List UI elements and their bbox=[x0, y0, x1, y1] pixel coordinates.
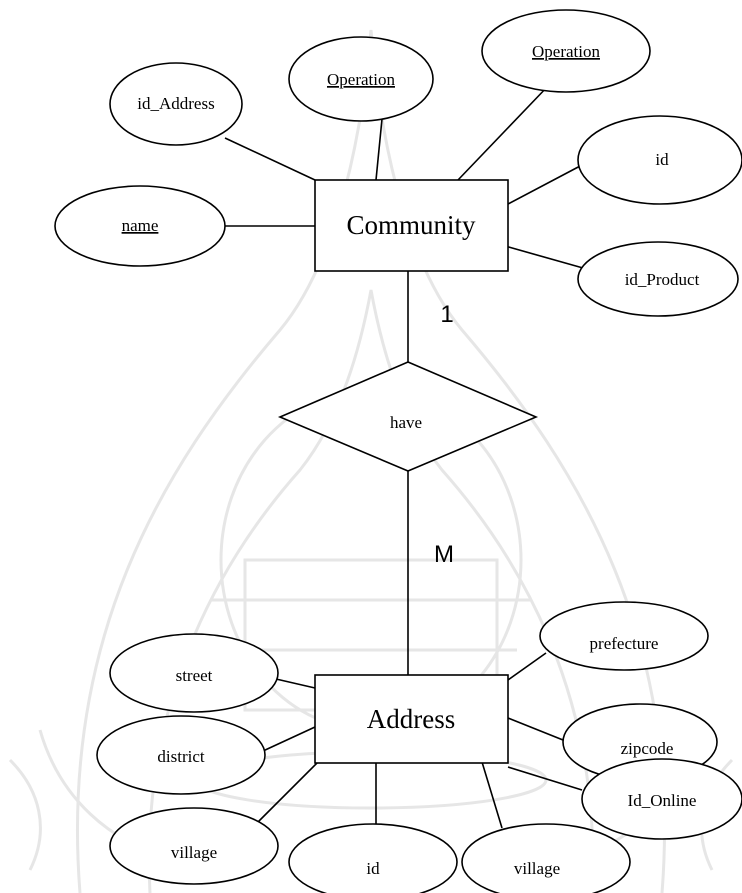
cardinality-many: M bbox=[434, 541, 454, 568]
attr-street bbox=[109, 633, 279, 713]
attr-village-right-label: village bbox=[514, 859, 560, 878]
connector-address-zipcode bbox=[507, 717, 569, 743]
attr-id-address bbox=[109, 62, 243, 146]
attr-prefecture bbox=[539, 601, 709, 671]
attr-name bbox=[54, 185, 226, 267]
attr-operation-2-label: Operation bbox=[532, 42, 600, 61]
attr-id-address-label: id_Address bbox=[137, 94, 214, 113]
attr-id-online bbox=[581, 758, 742, 840]
connector-community-id bbox=[507, 164, 583, 205]
attr-id-product bbox=[577, 241, 739, 317]
attr-district bbox=[96, 715, 266, 795]
connector-community-operation-2 bbox=[457, 84, 550, 181]
connector-address-village-left bbox=[255, 761, 319, 825]
connector-community-operation-1 bbox=[375, 118, 383, 181]
relationship-have-label: have bbox=[390, 413, 422, 432]
attr-village-right bbox=[461, 823, 631, 893]
connector-address-village-right bbox=[481, 761, 503, 829]
attr-address-id bbox=[288, 823, 458, 893]
relationship-have bbox=[277, 361, 539, 472]
attr-id-product-label: id_Product bbox=[625, 270, 700, 289]
attr-operation-2 bbox=[481, 9, 651, 93]
attr-village-left-label: village bbox=[171, 843, 217, 862]
attr-id-online-label: Id_Online bbox=[628, 791, 697, 810]
attr-zipcode-label: zipcode bbox=[621, 739, 674, 758]
connector-address-id-online bbox=[507, 766, 583, 791]
attr-prefecture-label: prefecture bbox=[590, 634, 659, 653]
attr-village-left bbox=[109, 807, 279, 885]
attr-district-label: district bbox=[157, 747, 204, 766]
connector-address-street bbox=[275, 678, 316, 689]
connector-community-id-product bbox=[504, 245, 584, 269]
connector-address-prefecture bbox=[507, 652, 547, 681]
entity-address-label: Address bbox=[367, 704, 456, 734]
entity-address bbox=[314, 674, 509, 764]
attr-name-label: name bbox=[122, 216, 159, 235]
attr-address-id-label: id bbox=[366, 859, 380, 878]
attr-id-label: id bbox=[655, 150, 669, 169]
connector-address-district bbox=[262, 726, 316, 752]
attr-street-label: street bbox=[176, 666, 213, 685]
attr-operation-1 bbox=[288, 36, 434, 122]
entity-community-label: Community bbox=[346, 210, 476, 240]
entity-community bbox=[314, 179, 509, 272]
connector-community-id-address bbox=[224, 137, 316, 181]
attr-id bbox=[577, 115, 742, 205]
attr-operation-1-label: Operation bbox=[327, 70, 395, 89]
cardinality-one: 1 bbox=[440, 301, 453, 328]
